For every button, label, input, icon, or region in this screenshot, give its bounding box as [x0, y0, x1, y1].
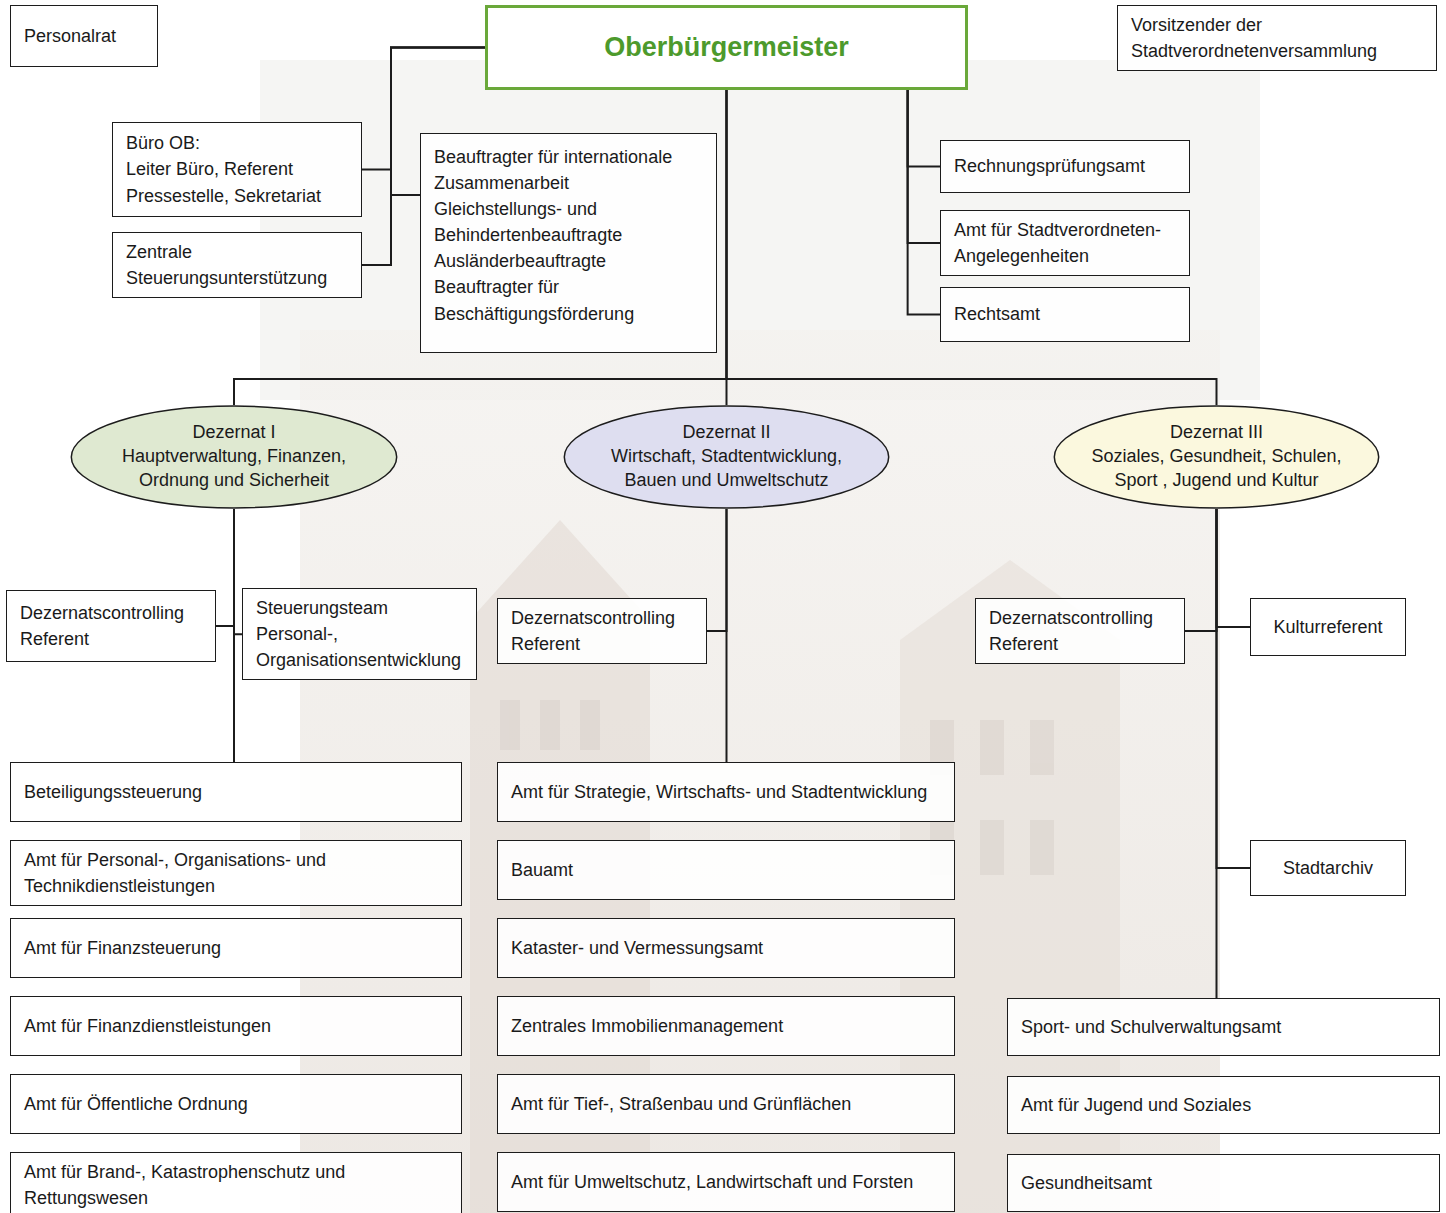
box-label: Beauftragter für internationale Zusammen…	[434, 144, 703, 196]
box-label: Soziales, Gesundheit, Schulen, Sport , J…	[1083, 445, 1350, 493]
box-label: Gesundheitsamt	[1021, 1170, 1426, 1196]
box-label: Sport- und Schulverwaltungsamt	[1021, 1014, 1426, 1040]
box-label: Amt für Umweltschutz, Landwirtschaft und…	[511, 1169, 941, 1195]
box-label: Amt für Öffentliche Ordnung	[24, 1091, 448, 1117]
box-label: Wirtschaft, Stadtentwicklung, Bauen und …	[593, 445, 860, 493]
org-connector	[1185, 509, 1217, 631]
org-connector	[1217, 509, 1251, 627]
office-box: Zentrales Immobilienmanagement	[497, 996, 955, 1056]
box-label: Rechnungsprüfungsamt	[954, 153, 1176, 179]
office-box: Amt für Strategie, Wirtschafts- und Stad…	[497, 762, 955, 822]
box-label: Dezernatscontrolling Referent	[511, 605, 693, 657]
office-box: Amt für Umweltschutz, Landwirtschaft und…	[497, 1152, 955, 1212]
department-ellipse: Dezernat IHauptverwaltung, Finanzen, Ord…	[70, 405, 398, 509]
office-box: Dezernatscontrolling Referent	[6, 590, 216, 662]
box-label: Amt für Jugend und Soziales	[1021, 1092, 1426, 1118]
org-connector	[1216, 509, 1218, 998]
box-label: Amt für Finanzsteuerung	[24, 935, 448, 961]
org-connector	[727, 90, 1217, 405]
box-label: Steuerungsteam Personal-, Organisationse…	[256, 595, 463, 673]
ellipse-shape	[71, 406, 396, 508]
box-label: Dezernat II	[682, 421, 770, 445]
box-label: Amt für Tief-, Straßenbau und Grünfläche…	[511, 1091, 941, 1117]
org-connector	[908, 90, 940, 167]
office-box: Zentrale Steuerungsunterstützung	[112, 232, 362, 298]
box-label: Dezernat III	[1170, 421, 1263, 445]
office-box: Rechtsamt	[940, 287, 1190, 342]
office-box: Bauamt	[497, 840, 955, 900]
org-connector	[726, 509, 728, 762]
office-box: Steuerungsteam Personal-, Organisationse…	[242, 588, 477, 680]
org-connector	[233, 509, 235, 762]
box-label: Kulturreferent	[1273, 614, 1382, 640]
org-connector	[234, 509, 242, 634]
box-label: Amt für Finanzdienstleistungen	[24, 1013, 448, 1039]
box-label: Amt für Strategie, Wirtschafts- und Stad…	[511, 779, 941, 805]
org-connector	[908, 90, 940, 315]
box-label: Kataster- und Vermessungsamt	[511, 935, 941, 961]
box-label: Dezernatscontrolling Referent	[989, 605, 1171, 657]
box-label: Beteiligungssteuerung	[24, 779, 448, 805]
office-box: Amt für Tief-, Straßenbau und Grünfläche…	[497, 1074, 955, 1134]
box-label: Stadtarchiv	[1283, 855, 1373, 881]
office-box: Amt für Finanzsteuerung	[10, 918, 462, 978]
box-label: Hauptverwaltung, Finanzen, Ordnung und S…	[100, 445, 368, 493]
department-ellipse: Dezernat IIISoziales, Gesundheit, Schule…	[1053, 405, 1380, 509]
ellipse-shape	[564, 406, 888, 508]
mayor-box: Oberbürgermeister	[485, 5, 968, 90]
org-connector	[908, 90, 940, 243]
box-label: Dezernat I	[192, 421, 275, 445]
box-label: Zentrales Immobilienmanagement	[511, 1013, 941, 1039]
office-box: Kataster- und Vermessungsamt	[497, 918, 955, 978]
office-box: Kulturreferent	[1250, 598, 1406, 656]
box-label: Dezernatscontrolling Referent	[20, 600, 202, 652]
box-label: Vorsitzender der Stadtverordnetenversamm…	[1131, 12, 1423, 64]
box-label: Ausländerbeauftragte	[434, 248, 703, 274]
box-label: Personalrat	[24, 23, 144, 49]
office-box: Rechnungsprüfungsamt	[940, 140, 1190, 193]
org-connector	[216, 509, 234, 626]
office-box: Personalrat	[10, 5, 158, 67]
office-box: Amt für Brand-, Katastrophenschutz und R…	[10, 1152, 462, 1213]
box-label: Büro OB:	[126, 130, 348, 156]
office-box: Sport- und Schulverwaltungsamt	[1007, 998, 1440, 1056]
office-box: Amt für Öffentliche Ordnung	[10, 1074, 462, 1134]
box-label: Zentrale Steuerungsunterstützung	[126, 239, 348, 291]
box-label: Gleichstellungs- und Behindertenbeauftra…	[434, 196, 703, 248]
box-label: Oberbürgermeister	[604, 28, 849, 67]
box-label: Amt für Personal-, Organisations- und Te…	[24, 847, 448, 899]
office-box: Gesundheitsamt	[1007, 1154, 1440, 1212]
org-connector	[1217, 509, 1251, 868]
office-box: Vorsitzender der Stadtverordnetenversamm…	[1117, 5, 1437, 71]
office-box: Amt für Finanzdienstleistungen	[10, 996, 462, 1056]
office-box: Büro OB:Leiter Büro, Referent Pressestel…	[112, 122, 362, 217]
box-label: Rechtsamt	[954, 301, 1176, 327]
ellipse-shape	[1054, 406, 1378, 508]
office-box: Amt für Stadtverordneten-Angelegenheiten	[940, 210, 1190, 276]
department-ellipse: Dezernat IIWirtschaft, Stadtentwicklung,…	[563, 405, 890, 509]
org-connector	[707, 509, 727, 631]
office-box: Stadtarchiv	[1250, 840, 1406, 896]
box-label: Leiter Büro, Referent Pressestelle, Sekr…	[126, 156, 348, 208]
office-box: Amt für Personal-, Organisations- und Te…	[10, 840, 462, 906]
office-box: Beauftragter für internationale Zusammen…	[420, 133, 717, 353]
box-label: Amt für Stadtverordneten-Angelegenheiten	[954, 217, 1176, 269]
box-label: Amt für Brand-, Katastrophenschutz und R…	[24, 1159, 448, 1211]
office-box: Amt für Jugend und Soziales	[1007, 1076, 1440, 1134]
box-label: Bauamt	[511, 857, 941, 883]
office-box: Dezernatscontrolling Referent	[975, 598, 1185, 664]
office-box: Beteiligungssteuerung	[10, 762, 462, 822]
box-label: Beauftragter für Beschäftigungsförderung	[434, 274, 703, 326]
office-box: Dezernatscontrolling Referent	[497, 598, 707, 664]
